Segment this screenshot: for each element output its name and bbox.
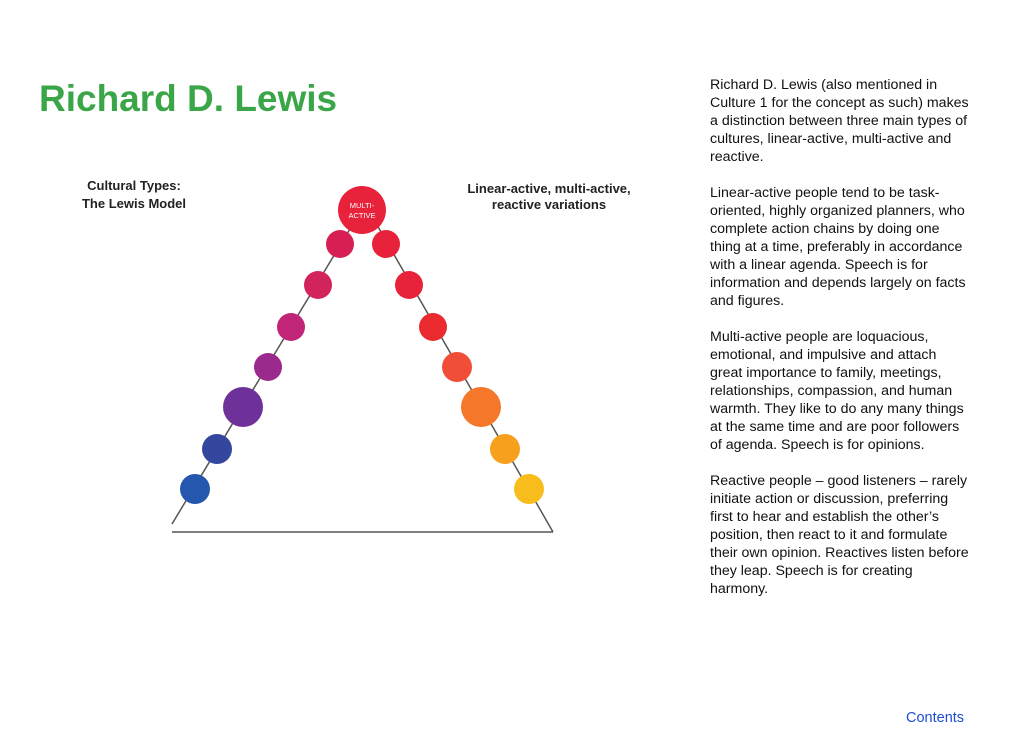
lewis-model-diagram: Cultural Types: The Lewis Model Linear-a…	[60, 170, 660, 590]
node-italy	[304, 271, 332, 299]
contents-link[interactable]: Contents	[906, 710, 965, 726]
node-india	[461, 387, 501, 427]
page-title: Richard D. Lewis	[39, 78, 338, 119]
node-australia	[202, 434, 232, 464]
diagram-title-left-1: Cultural Types:	[87, 178, 181, 193]
triangle-edges	[171, 203, 554, 533]
node-russia	[277, 313, 305, 341]
node-france	[254, 353, 282, 381]
node-subsaharan	[395, 271, 423, 299]
paragraph-reactive: Reactive people – good listeners – rarel…	[710, 473, 969, 597]
node-brazil	[372, 230, 400, 258]
node-austria	[180, 474, 210, 504]
node-belgium	[223, 387, 263, 427]
node-saudi	[419, 313, 447, 341]
node-hispanic	[326, 230, 354, 258]
paragraph-linear-active: Linear-active people tend to be task-ori…	[710, 185, 966, 309]
node-multi-active-label-1: MULTI-	[350, 201, 375, 210]
diagram-title-right-1: Linear-active, multi-active,	[467, 181, 630, 196]
node-indonesia	[490, 434, 520, 464]
diagram-title-right-2: reactive variations	[492, 197, 606, 212]
paragraph-multi-active: Multi-active people are loquacious, emot…	[710, 329, 964, 453]
node-korea	[514, 474, 544, 504]
description-text: Richard D. Lewis (also mentioned in Cult…	[710, 76, 972, 616]
diagram-title-left-2: The Lewis Model	[82, 196, 186, 211]
node-multi-active	[338, 186, 386, 234]
paragraph-intro: Richard D. Lewis (also mentioned in Cult…	[710, 77, 969, 165]
lewis-model-svg: Cultural Types: The Lewis Model Linear-a…	[82, 178, 631, 533]
node-iran	[442, 352, 472, 382]
node-multi-active-label-2: ACTIVE	[348, 211, 375, 220]
